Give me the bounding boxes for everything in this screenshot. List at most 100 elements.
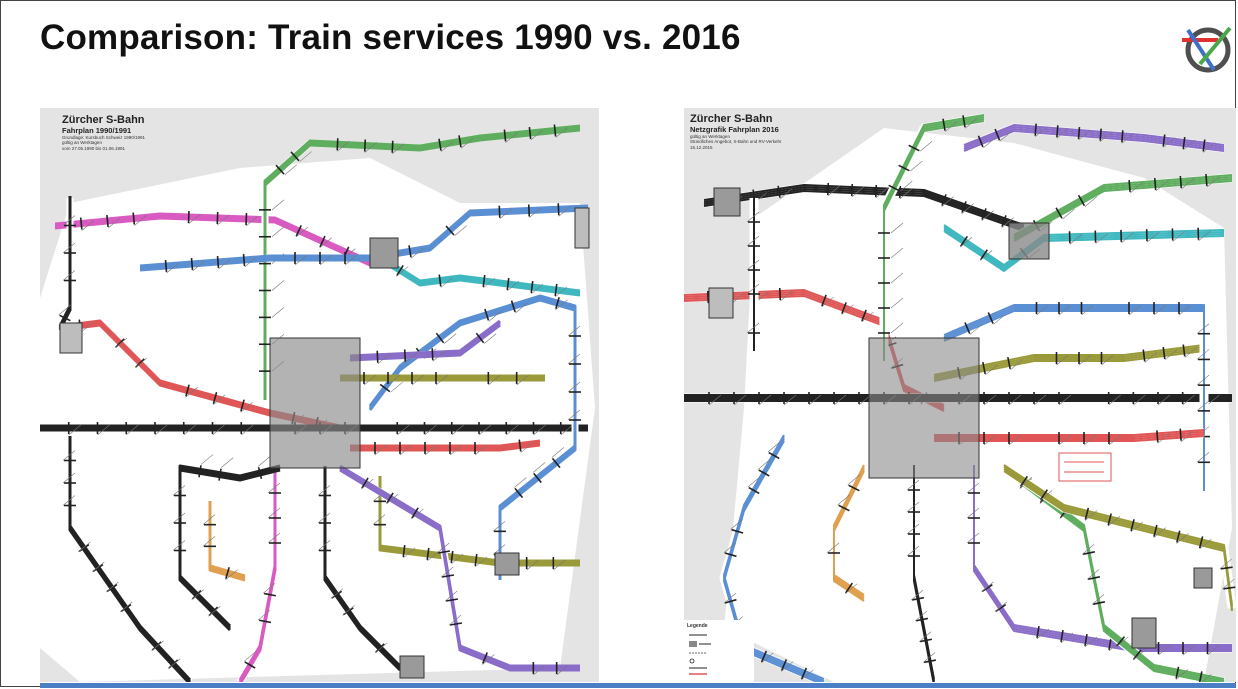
blue-east-loop-label [515,302,528,314]
green-north-line-station [438,138,442,151]
black-south-line-3 [913,471,935,682]
olive-southeast-line-station [1040,489,1048,501]
green-north-line-3 [883,120,985,361]
red-west-line-label [134,357,148,369]
purple-south-line-station [1084,633,1088,647]
purple-south-line-station [445,598,459,602]
purple-north-line-station [977,135,984,148]
red-east-line-label [1083,434,1097,446]
green-north-line-label [460,138,474,149]
blue-east-loop-label [1196,400,1210,412]
cyan-east-line-station [980,249,988,261]
blue-northeast-line-label [454,225,467,236]
pink-west-line-station [132,212,136,225]
green-north-line-station [275,164,285,175]
red-west-line-label [841,304,854,315]
purple-north-line-station [1182,136,1186,150]
pink-west-line-station [295,224,302,237]
purple-south-line-label [1158,644,1171,656]
olive-southeast-line-label [1039,490,1053,501]
blue-east-loop-label [1196,374,1210,386]
olive-east-line-label [1010,359,1023,371]
red-east-line-label [983,434,997,446]
blue-northeast-line-label [499,208,512,219]
blue-northeast-line-station [190,257,194,271]
cyan-east-line-station [960,235,968,247]
purple-north-line-label [1121,133,1134,144]
network-map-2016: Zürcher S-Bahn Netzgrafik Fahrplan 2016 … [684,108,1236,682]
purple-south-line-station [386,492,394,504]
olive-southeast-line-station [1220,566,1233,570]
olive-southeast-line-station [474,553,478,567]
black-southwest-line-2 [68,440,191,682]
hub-west-2016 [708,287,734,319]
purple-north-line-station [1121,130,1124,143]
map-2016-graphic [684,113,1236,682]
blue-northeast-line-station [445,225,455,236]
purple-south-line-label [994,601,1008,613]
hub-southeast-1990 [494,552,520,576]
pink-west-line-station [79,217,83,230]
olive-southeast-line-label [426,550,440,562]
green-north-line-station [898,164,910,172]
purple-south-line-label [448,614,462,626]
green-north-line-label [271,199,285,211]
purple-south-line-station [995,604,1007,612]
cyan-east-line-station [554,283,558,297]
black-south-line-label [906,479,920,491]
pink-west-line-label [134,215,147,226]
blue-southwest-line-station [724,598,737,604]
green-northeast-line-label [1181,178,1194,190]
pink-south-line-label [257,609,271,621]
blue-northeast-line-label [558,206,571,217]
olive-southeast-line-3 [1003,470,1233,612]
green-northeast-line-station [1153,177,1157,191]
blue-southwest-line-station [760,650,768,663]
pink-south-line-station [263,592,277,597]
blue-northeast-line-2 [139,208,589,272]
map-2016-heading: Zürcher S-Bahn Netzgrafik Fahrplan 2016 … [690,113,781,150]
green-north-line-label [271,280,285,291]
gray-loop-line-label [172,540,186,551]
map-2016-subtitle: Netzgrafik Fahrplan 2016 [690,124,779,134]
blue-east-loop-label [1058,304,1072,316]
purple-line-label [484,333,497,344]
purple-north-line-label [1034,126,1048,137]
blue-east-loop-label [390,381,403,393]
olive-southeast-line-label [474,556,488,568]
olive-southeast-line-label [1153,527,1166,538]
pink-south-line-label [243,651,257,662]
blue-southwest-line-station [724,552,737,558]
red-east-line-label [474,444,488,456]
purple-south-line-3 [973,471,1232,652]
red-east-line-station [1156,430,1159,443]
blue-east-loop-label [551,447,565,458]
green-north-line-label [284,164,297,176]
gray-loop-line-2 [178,468,281,632]
black-southwest-line-label [168,658,181,669]
green-north-line-label [964,118,978,129]
blue-southwest-line-station [748,486,760,495]
olive-southeast-line-label [1176,533,1189,544]
green-north-line-label [271,226,285,237]
red-east-line-label [1058,434,1072,446]
pink-west-line-station [319,235,326,248]
green-north-line-label [555,127,568,138]
green-south-line-label [1081,544,1095,555]
blue-east-loop-label [514,477,527,488]
olive-southeast-line-label [1084,510,1098,521]
blue-northeast-line-station [408,245,412,258]
slide-title: Comparison: Train services 1990 vs. 2016 [40,18,741,57]
green-north-line-station [962,115,966,128]
olive-southeast-line-station [1020,475,1028,487]
black-south-line-label [330,588,344,599]
blue-east-loop-label [1036,304,1049,316]
black-southwest-line-label [151,640,164,651]
black-main-line-label [708,394,722,406]
green-north-line-label [530,129,543,141]
olive-southeast-line-label [1107,515,1121,527]
blue-northeast-line-label [319,254,333,266]
purple-line-station [376,350,379,363]
purple-line-label [377,353,391,364]
pink-south-line-label [267,482,281,494]
